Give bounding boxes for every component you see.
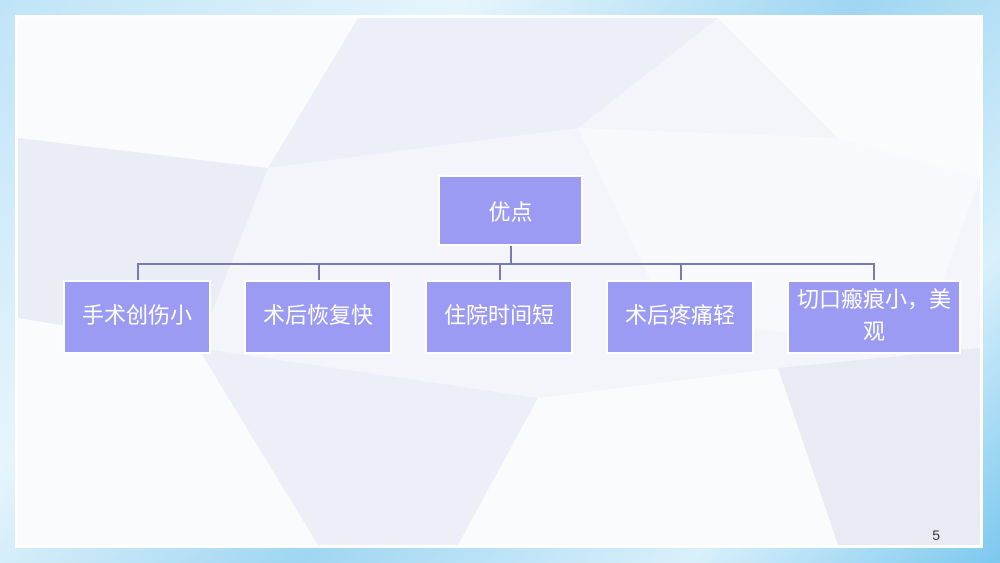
- child-node-3: 住院时间短: [425, 280, 573, 354]
- child-node-label: 术后疼痛轻: [624, 304, 735, 329]
- page-number: 5: [932, 527, 940, 543]
- child-node-label: 切口瘢痕小，美观: [796, 288, 951, 345]
- child-node-label: 手术创伤小: [81, 304, 192, 329]
- connector-horizontal-bar: [137, 263, 875, 265]
- child-node-label: 术后恢复快: [262, 304, 373, 329]
- child-node-2: 术后恢复快: [244, 280, 392, 354]
- child-node-5: 切口瘢痕小，美观: [787, 280, 961, 354]
- slide-canvas: 优点 手术创伤小 术后恢复快 住院时间短 术后疼痛轻 切口瘢痕小，美观: [18, 18, 980, 545]
- child-node-1: 手术创伤小: [63, 280, 211, 354]
- child-node-4: 术后疼痛轻: [606, 280, 754, 354]
- connector-root-stem: [510, 246, 512, 264]
- root-node-label: 优点: [488, 200, 533, 226]
- connector-drop-4: [680, 263, 682, 280]
- connector-drop-2: [318, 263, 320, 280]
- child-node-label: 住院时间短: [443, 304, 554, 329]
- connector-drop-3: [499, 263, 501, 280]
- root-node: 优点: [438, 175, 583, 246]
- connector-drop-5: [873, 263, 875, 280]
- connector-drop-1: [137, 263, 139, 280]
